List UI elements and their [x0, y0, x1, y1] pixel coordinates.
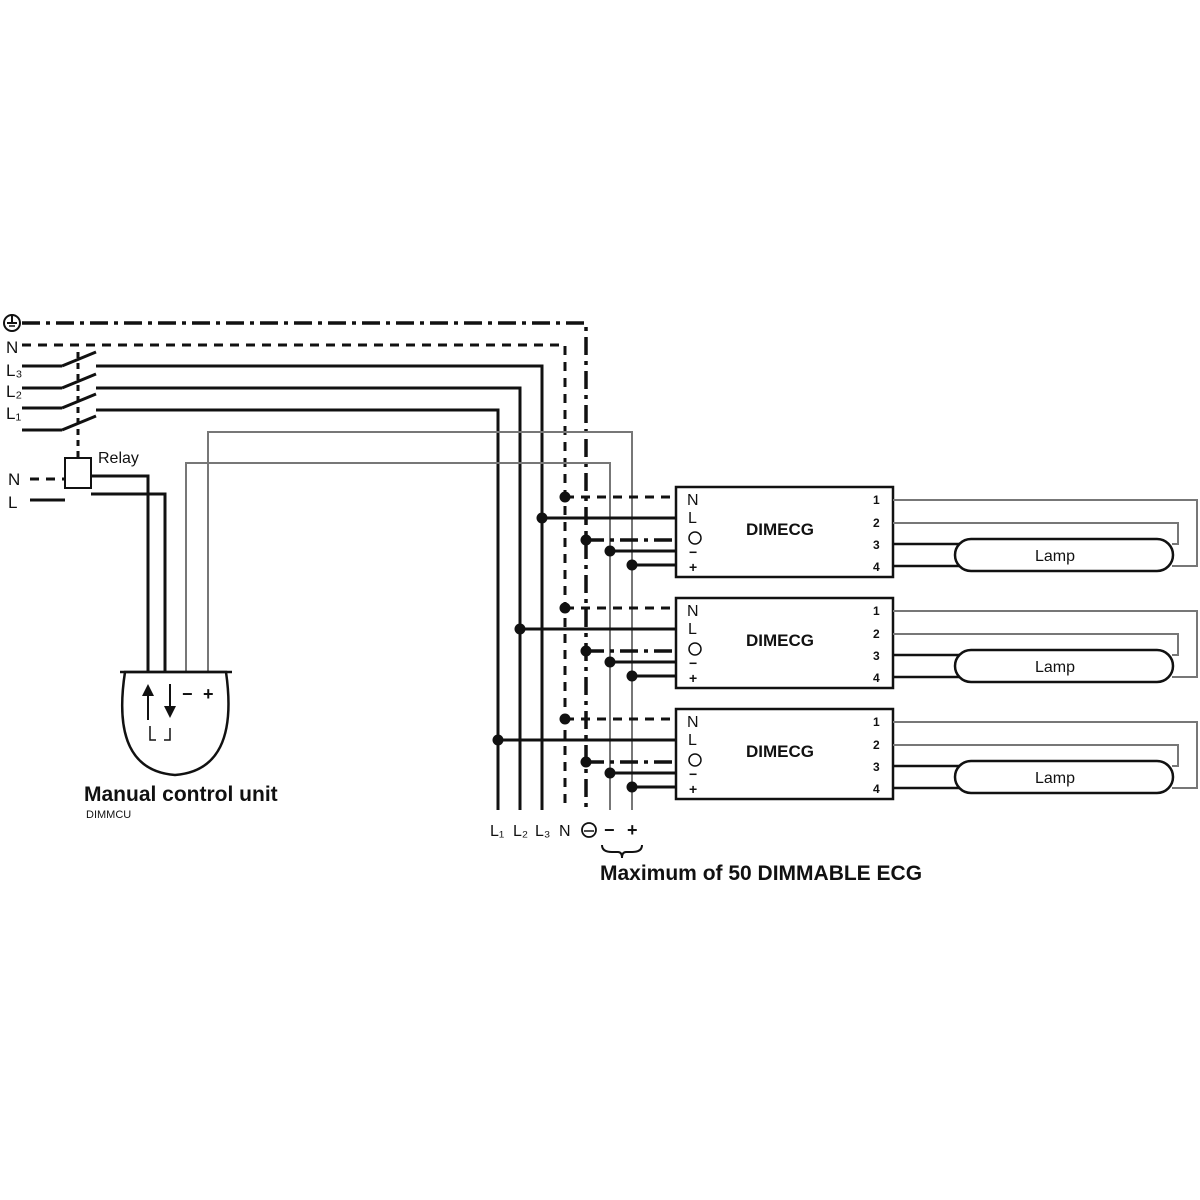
output-terminal-4: 4 [873, 671, 880, 685]
relay-label: Relay [98, 450, 139, 467]
relay-coil [64, 457, 92, 489]
terminal-earth-icon [688, 642, 702, 656]
bus-brace [601, 844, 643, 859]
lamp-wire-2 [893, 633, 1179, 656]
output-terminal-2: 2 [873, 738, 880, 752]
lamp-wire-2 [893, 522, 1179, 545]
footnote: Maximum of 50 DIMMABLE ECG [600, 862, 922, 885]
terminal-n: N [687, 603, 699, 620]
terminal-plus: + [689, 670, 697, 686]
dimecg-label: DIMECG [746, 742, 814, 761]
junction-dot [559, 713, 571, 725]
bus-label-l2: L₂ [513, 823, 528, 840]
dimecg-box [674, 707, 895, 801]
junction-dot [604, 545, 616, 557]
bus-label-plus: + [627, 820, 638, 840]
supply-label-l1: L₁ [6, 404, 21, 423]
junction-dot [604, 656, 616, 668]
output-terminal-1: 1 [873, 493, 880, 507]
control-unit-model: DIMMCU [86, 809, 131, 821]
dimecg-label: DIMECG [746, 631, 814, 650]
junction-dot [626, 559, 638, 571]
junction-dot [626, 670, 638, 682]
terminal-earth-icon [688, 753, 702, 767]
control-unit-title: Manual control unit [84, 783, 278, 806]
relay-out-wire-1 [91, 474, 150, 672]
dimecg-box [674, 596, 895, 690]
terminal-plus: + [689, 781, 697, 797]
terminal-l: L [688, 621, 697, 638]
junction-dot [580, 534, 592, 546]
terminal-n: N [687, 492, 699, 509]
lamp-label: Lamp [1035, 770, 1075, 787]
bus-label-minus: − [604, 820, 615, 840]
relay-input-l: L [8, 493, 17, 512]
junction-dot [580, 756, 592, 768]
dimecg-box [674, 485, 895, 579]
control-wire-plus [207, 431, 633, 810]
junction-dot [626, 781, 638, 793]
output-terminal-4: 4 [873, 782, 880, 796]
junction-dot [580, 645, 592, 657]
neutral-conductor [22, 343, 567, 810]
output-terminal-3: 3 [873, 760, 880, 774]
bus-earth-icon [581, 822, 597, 838]
relay-out-wire-2 [91, 492, 167, 672]
relay-input-n: N [8, 470, 20, 489]
output-terminal-2: 2 [873, 516, 880, 530]
phase-conductors [22, 350, 544, 810]
output-terminal-2: 2 [873, 627, 880, 641]
lamp-tube [953, 648, 1175, 684]
bus-label-l1: L₁ [490, 823, 504, 840]
lamp-tube [953, 537, 1175, 573]
output-terminal-4: 4 [873, 560, 880, 574]
output-terminal-1: 1 [873, 604, 880, 618]
terminal-minus: − [689, 655, 697, 671]
up-down-arrow-icon [142, 684, 176, 741]
terminal-l: L [688, 510, 697, 527]
terminal-n: N [687, 714, 699, 731]
supply-label-l2: L₂ [6, 382, 22, 401]
lamp-wire-1 [893, 721, 1198, 789]
lamp-wire-1 [893, 499, 1198, 567]
dimecg-label: DIMECG [746, 520, 814, 539]
ecg-group: DIMECGNL−+1234LampDIMECGNL−+1234LampDIME… [492, 485, 1198, 801]
lamp-label: Lamp [1035, 659, 1075, 676]
junction-dot [536, 512, 548, 524]
bus-label-n: N [559, 823, 571, 840]
cu-terminal-plus: + [203, 684, 214, 704]
supply-label-n: N [6, 338, 18, 357]
lamp-tube [953, 759, 1175, 795]
terminal-minus: − [689, 766, 697, 782]
junction-dot [514, 623, 526, 635]
earth-symbol-icon [3, 314, 21, 332]
terminal-l: L [688, 732, 697, 749]
lamp-label: Lamp [1035, 548, 1075, 565]
junction-dot [559, 602, 571, 614]
output-terminal-3: 3 [873, 649, 880, 663]
junction-dot [492, 734, 504, 746]
junction-dot [559, 491, 571, 503]
terminal-plus: + [689, 559, 697, 575]
control-wire-minus [185, 462, 611, 810]
cu-terminal-minus: − [182, 684, 193, 704]
bus-label-l3: L₃ [535, 823, 550, 840]
output-terminal-1: 1 [873, 715, 880, 729]
lamp-wire-1 [893, 610, 1198, 678]
output-terminal-3: 3 [873, 538, 880, 552]
lamp-wire-2 [893, 744, 1179, 767]
supply-label-l3: L₃ [6, 361, 22, 380]
junction-dot [604, 767, 616, 779]
terminal-earth-icon [688, 531, 702, 545]
terminal-minus: − [689, 544, 697, 560]
